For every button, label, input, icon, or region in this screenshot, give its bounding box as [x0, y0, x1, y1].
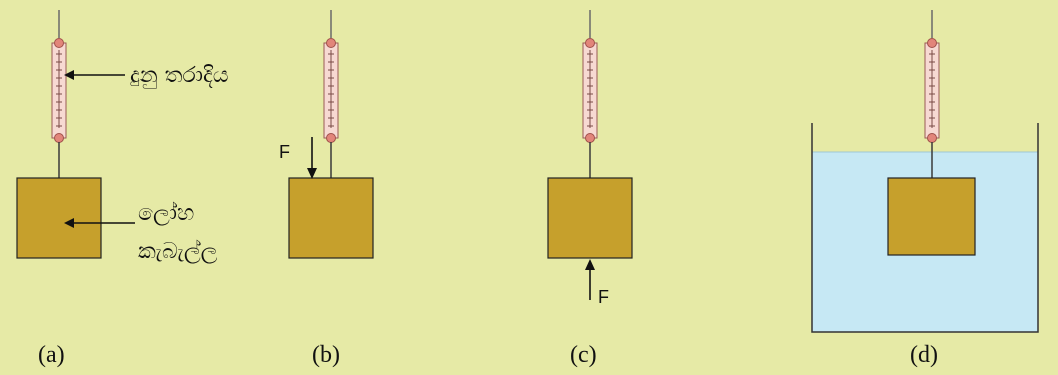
panel-d: (d) [811, 9, 1039, 368]
panel-a: දුනු තරාදිය ලෝහ කැබැල්ල (a) [16, 9, 229, 368]
metal-block-c [547, 177, 633, 259]
metal-block-b [288, 177, 374, 259]
force-label-b: F [279, 142, 290, 162]
spring-balance-c [582, 9, 598, 189]
caption-c: (c) [570, 342, 597, 368]
caption-a: (a) [38, 342, 65, 368]
force-label-c: F [598, 287, 609, 307]
spring-balance-label: දුනු තරාදිය [130, 63, 229, 89]
caption-b: (b) [312, 342, 340, 368]
spring-balance-arrowhead [64, 70, 74, 80]
force-arrow-c-head [585, 259, 595, 270]
panel-c: F (c) [547, 9, 633, 368]
metal-block-d [887, 177, 976, 256]
metal-block-arrowhead [64, 218, 74, 228]
metal-block-a [16, 177, 102, 259]
metal-block-label-line1: ලෝහ [138, 201, 194, 226]
force-arrow-b-head [307, 168, 317, 179]
metal-block-label-line2: කැබැල්ල [138, 239, 218, 264]
caption-d: (d) [910, 342, 938, 368]
container [811, 123, 1039, 333]
spring-balance-a [51, 9, 67, 189]
spring-balance-b [323, 9, 339, 189]
panel-b: F (b) [279, 9, 374, 368]
